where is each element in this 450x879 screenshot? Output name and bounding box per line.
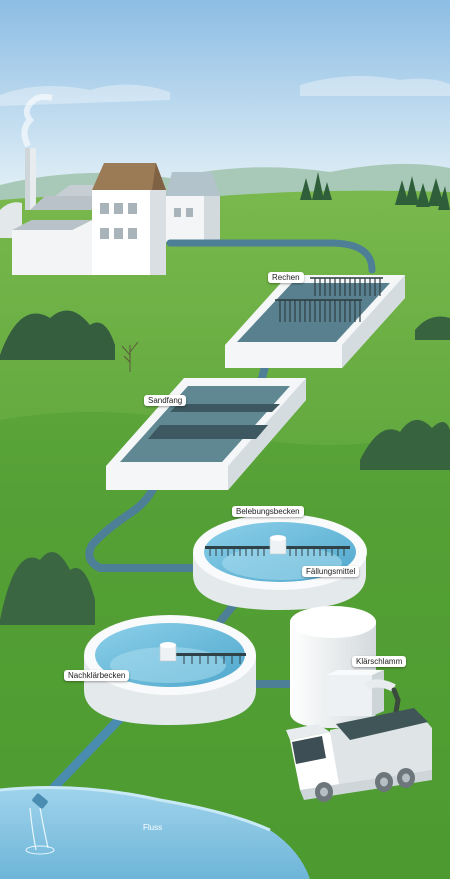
label-fluss: Fluss bbox=[143, 823, 163, 832]
label-nachklaerbecken: Nachklärbecken bbox=[64, 670, 130, 681]
sludge-silo bbox=[290, 606, 403, 728]
belebungsbecken-tank bbox=[193, 514, 367, 610]
label-sandfang: Sandfang bbox=[144, 395, 187, 406]
sandfang-basin bbox=[106, 378, 306, 490]
bare-tree bbox=[121, 341, 139, 372]
forest-lower-left bbox=[0, 552, 95, 625]
label-rechen: Rechen bbox=[268, 272, 304, 283]
forest-left bbox=[0, 310, 115, 360]
label-faellungsmittel: Fällungsmittel bbox=[302, 566, 360, 577]
cloud bbox=[0, 84, 170, 106]
label-klaerschlamm: Klärschlamm bbox=[352, 656, 407, 667]
factory bbox=[0, 93, 220, 275]
sludge-truck bbox=[286, 708, 432, 802]
label-belebungsbecken: Belebungsbecken bbox=[232, 506, 304, 517]
forest-top-right bbox=[300, 172, 450, 210]
cloud bbox=[300, 76, 450, 96]
forest-right bbox=[360, 316, 450, 470]
rechen-basin bbox=[225, 275, 405, 368]
rechen-screens bbox=[279, 278, 381, 322]
river bbox=[0, 786, 310, 879]
